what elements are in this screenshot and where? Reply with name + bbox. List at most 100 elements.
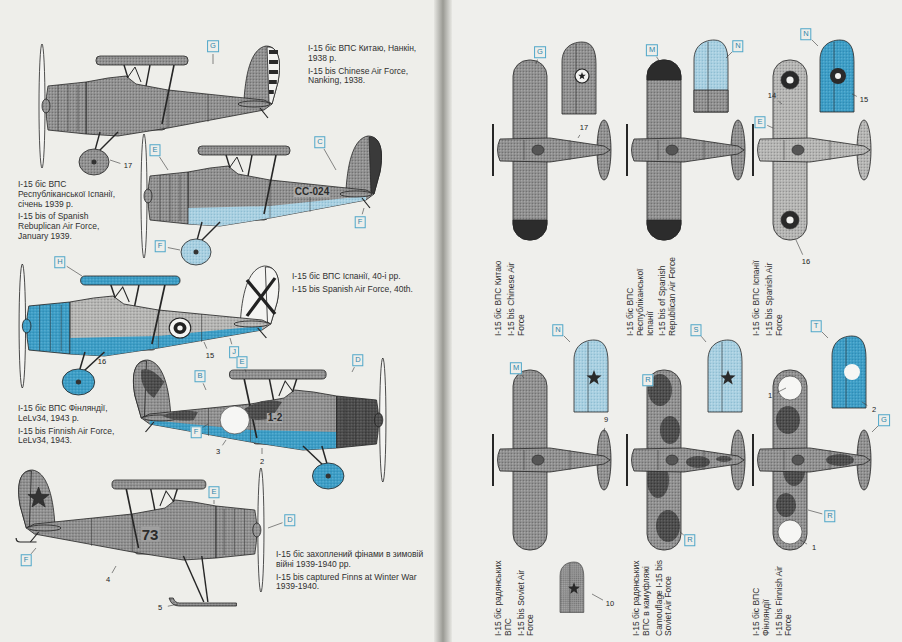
propeller bbox=[626, 434, 628, 486]
leader-line bbox=[203, 424, 208, 428]
emblem-star bbox=[578, 72, 586, 79]
fuselage bbox=[188, 166, 374, 226]
fuselage bbox=[70, 296, 271, 356]
callout-label: N bbox=[800, 28, 811, 40]
roundel bbox=[786, 216, 793, 223]
panel-line bbox=[208, 408, 209, 436]
star-insignia bbox=[720, 370, 735, 384]
fin-detail bbox=[574, 340, 608, 412]
callout-label: E bbox=[754, 116, 765, 128]
rudder bbox=[265, 267, 279, 324]
leader-line bbox=[778, 101, 782, 104]
leader-line bbox=[112, 566, 116, 573]
tail-skid bbox=[146, 422, 154, 432]
wing-tip bbox=[513, 220, 547, 240]
callout-label: G bbox=[878, 414, 890, 426]
leader-line bbox=[203, 383, 206, 390]
caption-group: I-15 біс ВПС Китаю, Нанкін, 1938 р.I-15 … bbox=[308, 44, 426, 86]
caption-group: I-15 біс радянських ВПСI-15 bis Soviet A… bbox=[494, 554, 536, 636]
panel-line bbox=[830, 450, 831, 470]
aircraft-marking: 73 bbox=[141, 527, 160, 542]
leader-line bbox=[521, 374, 524, 378]
panel-line bbox=[68, 85, 69, 131]
camouflage-patch bbox=[141, 369, 164, 398]
leader-line bbox=[822, 332, 828, 338]
panel-line bbox=[208, 94, 209, 122]
camouflage-patch bbox=[716, 456, 732, 462]
panel-line bbox=[784, 140, 785, 160]
caption-text: I-15 біс захоплений фінами в зимовій вій… bbox=[276, 550, 426, 570]
star-insignia bbox=[586, 370, 601, 384]
callout-label: H bbox=[54, 256, 65, 268]
caption-group: I-15 біс ВПС Республіканської Іспанії, с… bbox=[18, 180, 128, 242]
rudder-stripe bbox=[269, 70, 278, 74]
aircraft-side-view bbox=[133, 358, 386, 489]
camouflage-patch bbox=[686, 456, 710, 468]
right-page bbox=[444, 0, 902, 642]
roundel bbox=[778, 376, 802, 400]
upper-wing bbox=[96, 56, 188, 65]
callout-label: 1 bbox=[768, 392, 772, 400]
fin bbox=[346, 136, 382, 194]
windscreen bbox=[128, 67, 141, 82]
callout-label: B bbox=[194, 370, 205, 382]
rudder bbox=[267, 47, 280, 104]
spinner bbox=[42, 99, 50, 113]
propeller bbox=[752, 124, 754, 176]
fuselage bbox=[498, 448, 611, 472]
caption-text: I-15 біс ВПС Іспанії, 40-і рр. bbox=[292, 272, 414, 282]
caption-text: I-15 bis Spanish Air Force bbox=[765, 248, 785, 336]
panel-line bbox=[58, 85, 59, 131]
callout-label: 9 bbox=[604, 416, 608, 424]
fuselage bbox=[498, 138, 611, 162]
caption-text: I-15 bis of Spanish Rebuplican Air Force… bbox=[18, 212, 128, 241]
leader-line bbox=[230, 338, 232, 344]
callout-label: F bbox=[21, 554, 32, 566]
callout-label: 16 bbox=[802, 258, 810, 266]
leader-line bbox=[536, 60, 537, 64]
leader-line bbox=[245, 369, 246, 372]
upper-wing bbox=[112, 480, 206, 489]
callout-label: 17 bbox=[124, 162, 132, 170]
leader-line bbox=[578, 135, 580, 138]
caption-text: I-15 bis Spanish Air Force, 40th. bbox=[292, 285, 414, 295]
cabane-strut bbox=[151, 489, 155, 510]
callout-label: G bbox=[207, 40, 219, 52]
fin-outline bbox=[562, 42, 596, 114]
camouflage-patch bbox=[776, 493, 796, 517]
wing-tip bbox=[647, 220, 681, 240]
wheel-hub bbox=[76, 380, 81, 385]
fin-outline bbox=[560, 562, 584, 612]
callout-label: 14 bbox=[768, 92, 776, 100]
caption-group: I-15 біс ВПС ФінляндіїI-15 bis Finnish A… bbox=[752, 554, 794, 636]
panel-line bbox=[355, 399, 356, 445]
leader-line bbox=[564, 336, 570, 342]
callout-label: 1 bbox=[812, 544, 816, 552]
panel-line bbox=[50, 305, 51, 351]
callout-label: 2 bbox=[872, 406, 876, 414]
fin bbox=[244, 46, 280, 104]
fin-lower bbox=[694, 90, 728, 112]
caption-text: I-15 bis captured Finns at Winter War 19… bbox=[276, 573, 426, 593]
cockpit bbox=[666, 455, 678, 465]
emblem bbox=[575, 69, 589, 83]
caption-group: I-15 біс ВПС ІспаніїI-15 bis Spanish Air… bbox=[752, 248, 784, 336]
fin bbox=[133, 360, 170, 418]
caption-text: I-15 bis Finnish Air Force bbox=[775, 554, 795, 636]
cowling bbox=[216, 506, 257, 558]
callout-label: T bbox=[811, 320, 822, 332]
windscreen bbox=[279, 381, 293, 396]
fin-outline bbox=[708, 340, 742, 412]
callout-label: E bbox=[208, 486, 219, 498]
fin-outline bbox=[574, 340, 608, 412]
fuselage bbox=[141, 390, 336, 450]
aircraft-marking: 1-2 bbox=[267, 413, 283, 423]
caption-text: I-15 біс ВПС Фінляндії, LeLv34, 1943 р. bbox=[18, 404, 124, 424]
fin-outline bbox=[820, 40, 854, 112]
caption-text: I-15 біс ВПС Фінляндії bbox=[752, 554, 772, 636]
camouflage-patch bbox=[656, 510, 680, 542]
leader-line bbox=[777, 388, 786, 392]
leader-line bbox=[604, 428, 606, 432]
roundel bbox=[177, 326, 182, 331]
roundel bbox=[830, 68, 846, 84]
